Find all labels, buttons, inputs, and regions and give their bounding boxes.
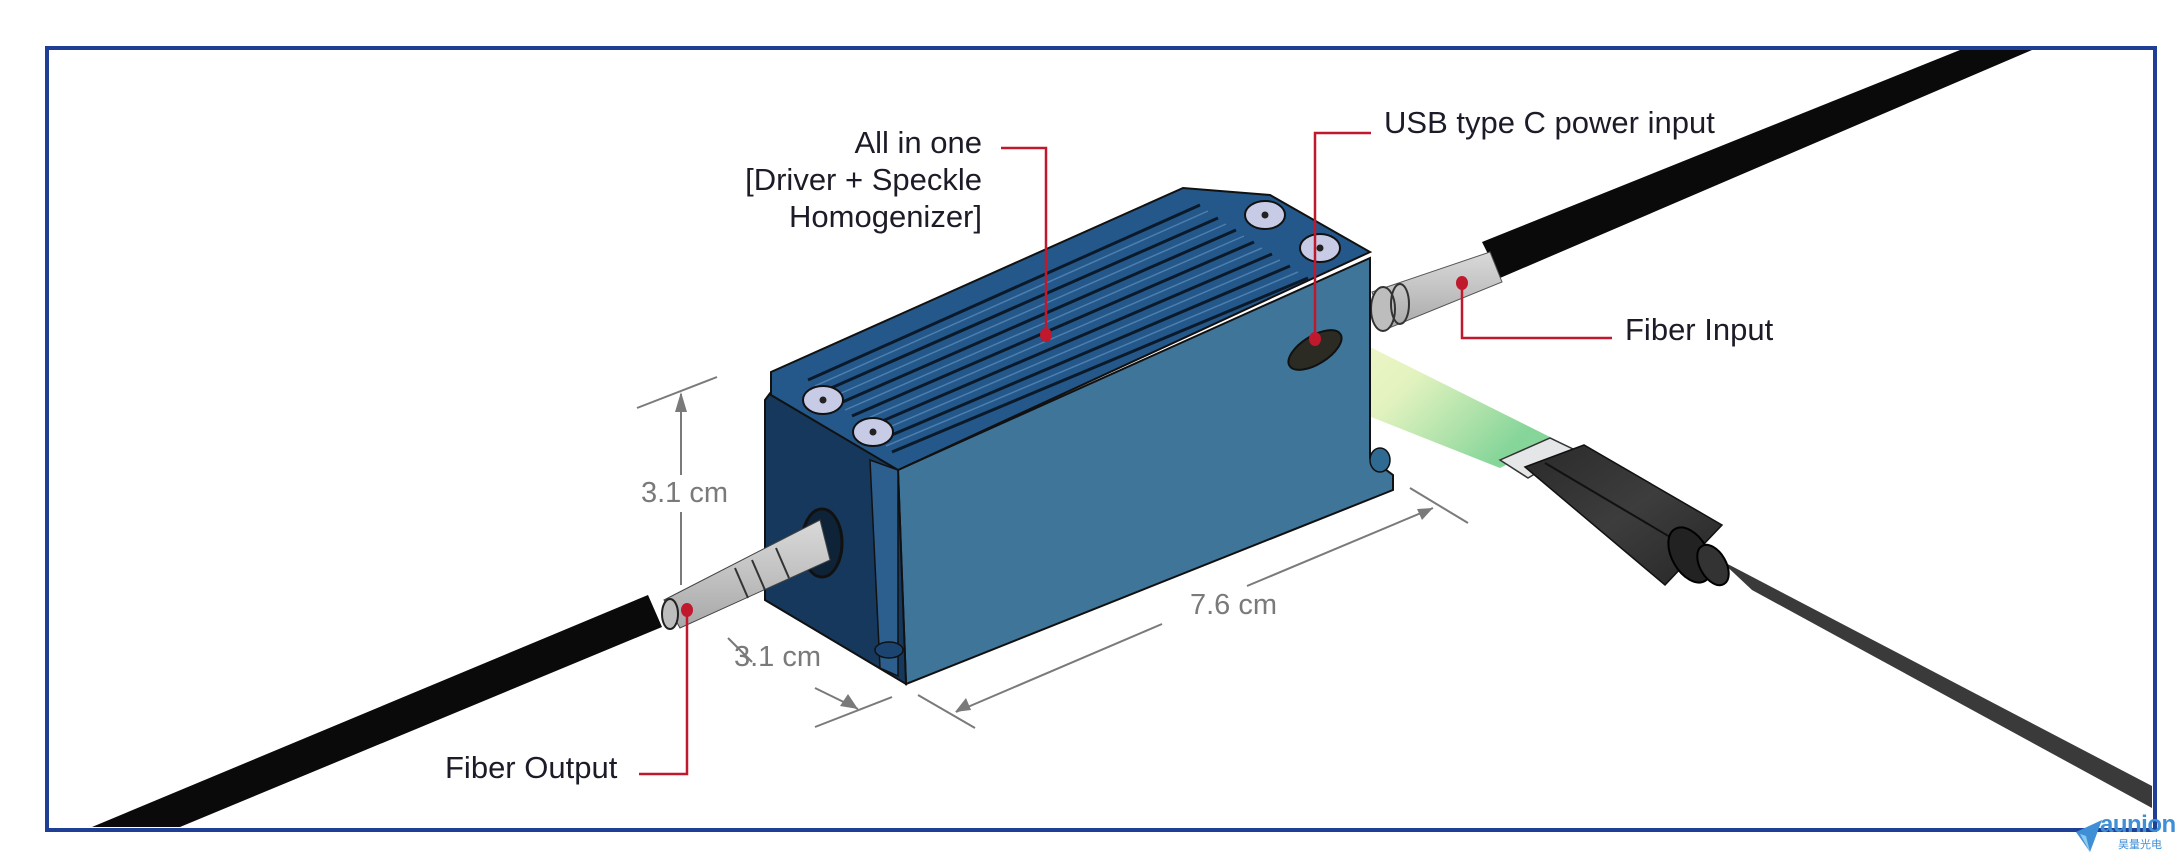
paper-plane-icon [2076,820,2102,852]
arrow-down-left-icon [955,698,971,712]
width-dimension-label: 3.1 cm [734,641,822,673]
arrow-up-icon [675,392,687,412]
fiber-output-callout-label: Fiber Output [445,750,618,785]
usb-plug [1498,437,1730,587]
all-in-one-label: All in one [Driver + Speckle Homogenizer… [745,124,982,235]
callout-dots [681,276,1468,617]
fiber-output-cable [92,595,662,827]
width-dimension-line [727,637,753,663]
logo-subtitle: 昊量光电 [2118,838,2162,851]
screws [802,200,1341,447]
width-extension-line [814,696,893,728]
leader-usb [1313,131,1371,339]
logo-wordmark: aunion [2100,811,2176,838]
leader-fiber-output [639,610,689,776]
brand-logo: aunion 昊量光电 [2074,811,2184,858]
length-dimension-line [955,623,1163,713]
device-top-face [770,186,1373,472]
fiber-input-callout-label: Fiber Input [1625,312,1774,347]
figure-frame [45,46,2157,832]
length-extension-line-left [917,694,976,729]
heat-sink-fins [807,203,1309,454]
height-dimension-label: 3.1 cm [641,477,729,509]
length-dimension-label: 7.6 cm [1190,589,1278,621]
arrow-down-right-icon [840,694,858,709]
leader-all-in-one [1001,146,1048,335]
leader-fiber-input [1460,283,1612,340]
usb-callout-label: USB type C power input [1384,105,1715,140]
title-line-1: All in one [854,125,982,160]
dimension-arrows [675,392,1433,712]
fiber-input-connector [1370,251,1503,332]
usb-port [1287,329,1343,371]
title-line-2: [Driver + Speckle [745,162,982,197]
dimension-lines [636,376,1469,729]
title-line-3: Homogenizer] [789,199,982,234]
arrow-up-right-icon [1417,508,1433,520]
fiber-output-connector [661,507,844,630]
callout-lines [639,131,1612,776]
height-extension-line [636,376,718,409]
usb-cable [1720,560,2152,808]
length-extension-line-right [1409,487,1469,524]
fiber-input-cable [1482,50,2032,278]
